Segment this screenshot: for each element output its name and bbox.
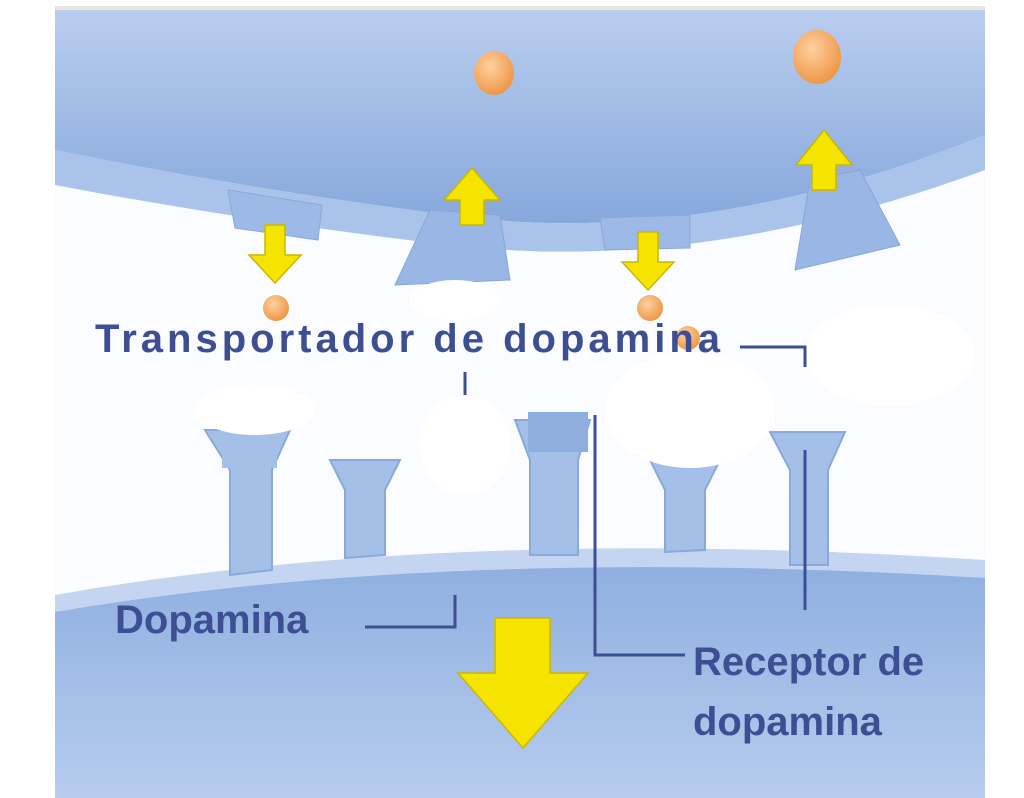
arrow-down-icon	[620, 231, 676, 292]
arrow-down-icon	[456, 617, 590, 750]
receptor-label-line1: Receptor de	[693, 640, 924, 684]
leader-lines	[365, 345, 807, 657]
arrow-down-icon	[247, 224, 303, 285]
arrow-up-icon	[794, 128, 854, 191]
dopamine-molecules	[263, 30, 841, 350]
dopamine-transporters	[227, 169, 901, 286]
dopamine-label: Dopamina	[115, 598, 309, 642]
dopamine-receptors	[203, 419, 847, 577]
transporter-label: Transportador de dopamina	[95, 317, 721, 361]
masks	[195, 280, 975, 495]
postsynaptic-membrane	[55, 548, 985, 612]
presynaptic-cell	[55, 10, 985, 224]
receptor-label-line2: dopamina	[693, 700, 883, 744]
arrow-up-icon	[442, 166, 502, 226]
arrows	[247, 128, 854, 750]
